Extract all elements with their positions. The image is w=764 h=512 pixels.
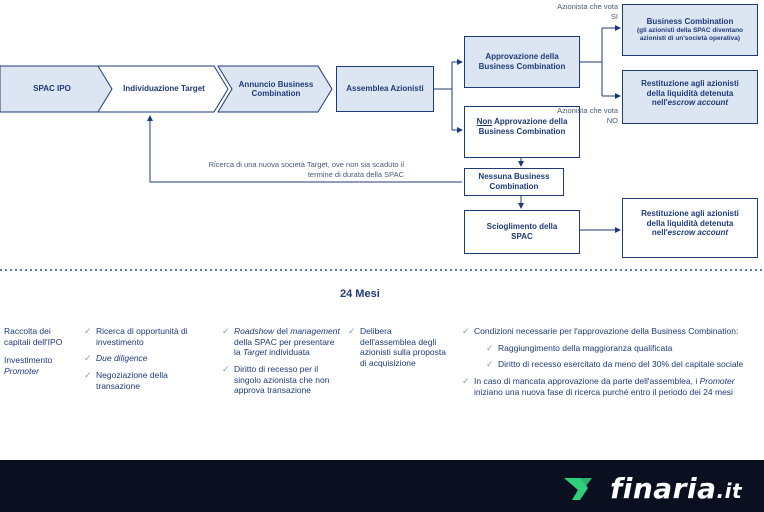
list-item: ✓ Negoziazione della transazione [84, 370, 214, 391]
check-icon: ✓ [486, 359, 494, 370]
restituzione-2-text: Restituzione agli azionisti della liquid… [641, 209, 739, 238]
raccolta-text: Raccolta dei capitali dell'IPO [4, 326, 63, 347]
check-icon: ✓ [462, 326, 470, 336]
check-icon: ✓ [348, 326, 356, 336]
list-item: ✓ In caso di mancata approvazione da part… [462, 376, 754, 397]
list-item: ✓ Roadshow del management della SPAC per … [222, 326, 342, 358]
item-text: Delibera dell'assemblea degli azionisti … [360, 326, 446, 368]
logo-word: finaria [610, 472, 717, 505]
column-5: ✓ Condizioni necessarie per l'approvazion… [462, 326, 754, 403]
ricerca-note: Ricerca di una nuova società Target, ove… [208, 160, 404, 179]
column-2: ✓Ricerca di opportunità di investimento … [84, 326, 214, 397]
azionista-no-note: Azionista che vota NO [557, 106, 618, 125]
item-text: Due diligence [96, 353, 148, 364]
restituzione-1-text: Restituzione agli azionisti della liquid… [641, 79, 739, 108]
promoter-italic: Promoter [699, 375, 735, 386]
list-item: ✓ Delibera dell'assemblea degli azionisti… [348, 326, 448, 369]
column-3: ✓ Roadshow del management della SPAC per … [222, 326, 342, 402]
logo-suffix: .it [716, 479, 742, 503]
spac-ipo-label: SPAC IPO [33, 84, 71, 94]
item-text: del [274, 326, 291, 336]
finaria-logo-icon [564, 478, 592, 500]
investimento-text: Investimento [4, 355, 53, 366]
promoter-text: Promoter [4, 365, 39, 376]
business-combination-sub: (gli azionisti della SPAC diventano azio… [636, 27, 744, 42]
escrow-1: escrow account [667, 98, 729, 108]
column-4: ✓ Delibera dell'assemblea degli azionisti… [348, 326, 448, 375]
non-approvazione-box: Non Approvazione della Business Combinat… [464, 106, 580, 158]
approvazione-box: Approvazione della Business Combination [464, 36, 580, 88]
assemblea-box: Assemblea Azionisti [336, 66, 434, 112]
check-icon: ✓ [222, 326, 230, 336]
item-text: iniziano una nuova fase di ricerca purch… [474, 386, 733, 397]
column-1: Raccolta dei capitali dell'IPO Investime… [4, 326, 72, 377]
chevron-annuncio [217, 65, 333, 113]
list-item: ✓ Diritto di recesso per il singolo azion… [222, 364, 342, 396]
restituzione-box-2: Restituzione agli azionisti della liquid… [622, 198, 758, 258]
chevron-individuazione [97, 65, 229, 113]
item-text: della SPAC per presentare la [234, 336, 335, 358]
scioglimento-box: Scioglimento della SPAC [464, 210, 580, 254]
item-text: Condizioni necessarie per l'approvazione… [474, 326, 739, 336]
check-icon: ✓ [84, 369, 92, 380]
restituzione-box-1: Restituzione agli azionisti della liquid… [622, 70, 758, 124]
item-text: individuata [266, 347, 310, 358]
escrow-2: escrow account [667, 228, 729, 238]
footer-bar [0, 460, 764, 512]
check-icon: ✓ [486, 342, 494, 353]
item-text: Raggiungimento della maggioranza qualifi… [498, 342, 673, 353]
management-text: management [290, 326, 340, 336]
item-text: In caso di mancata approvazione da parte… [474, 375, 700, 386]
list-item: ✓ Condizioni necessarie per l'approvazion… [462, 326, 754, 337]
azionista-si-note: Azionista che vota SI [557, 2, 618, 21]
check-icon: ✓ [222, 363, 230, 374]
timeline-label: 24 Mesi [340, 288, 380, 300]
check-icon: ✓ [84, 353, 92, 364]
sub-item: ✓ Diritto di recesso esercitato da meno d… [486, 359, 754, 370]
check-icon: ✓ [84, 326, 92, 336]
item-text: Diritto di recesso esercitato da meno de… [498, 359, 744, 370]
sub-item: ✓ Raggiungimento della maggioranza qualif… [486, 343, 754, 354]
item-text: Diritto di recesso per il singolo azioni… [234, 363, 330, 396]
individuazione-label: Individuazione Target [123, 84, 205, 94]
target-text: Target [242, 347, 267, 358]
item-text: Ricerca di opportunità di investimento [96, 326, 188, 347]
list-item: ✓ Due diligence [84, 353, 214, 364]
non-approvazione-rest: Approvazione della Business Combination [478, 117, 568, 136]
list-item: ✓ Ricerca di opportunità di investimento [84, 326, 214, 347]
finaria-logo[interactable]: finaria.it [610, 472, 742, 505]
item-text: Negoziazione della transazione [96, 369, 168, 391]
roadshow-text: Roadshow [234, 326, 275, 336]
business-combination-box: Business Combination (gli azionisti dell… [622, 4, 758, 56]
check-icon: ✓ [462, 375, 470, 386]
annuncio-label: Annuncio Business Combination [238, 79, 314, 98]
non-prefix: Non [476, 117, 493, 126]
flow-connectors [0, 25, 764, 271]
business-combination-title: Business Combination [646, 17, 734, 27]
nessuna-box: Nessuna Business Combination [464, 168, 564, 196]
